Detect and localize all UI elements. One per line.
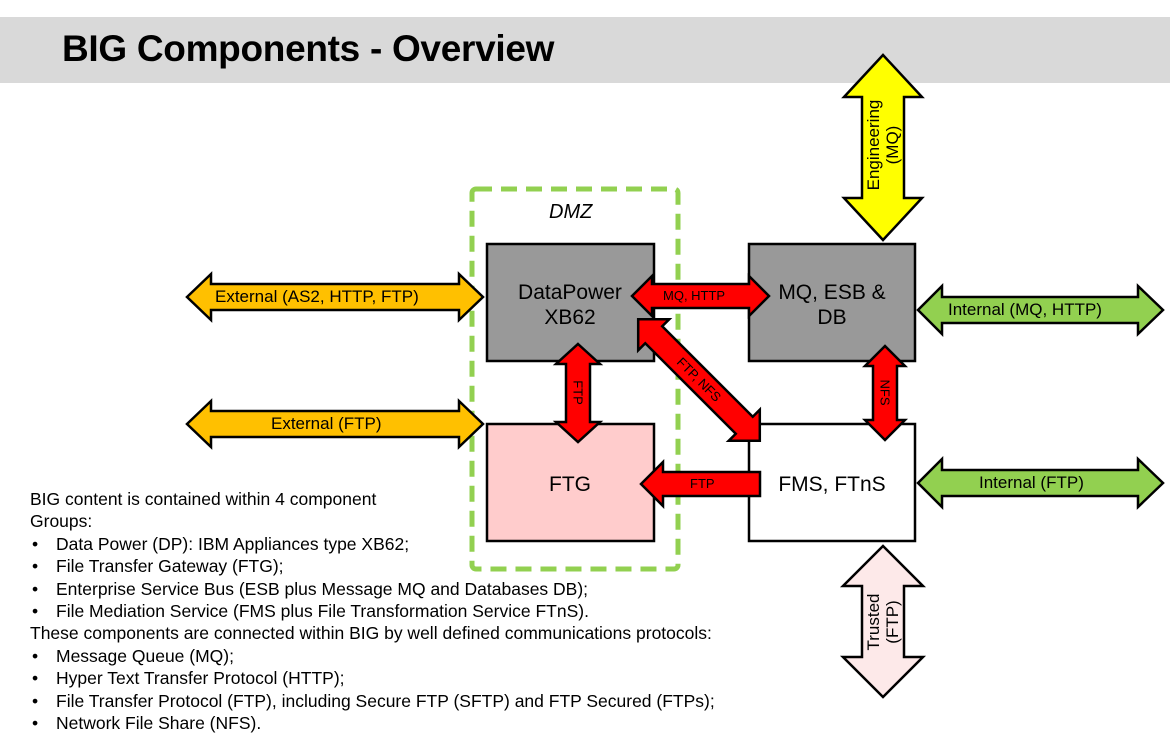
mq-esb-db-label-line2: DB	[817, 306, 847, 329]
protocol-item: •Network File Share (NFS).	[32, 713, 262, 734]
mq-esb-db-label: MQ, ESB & DB	[762, 280, 902, 330]
trusted-label-line2: (FTP)	[883, 600, 902, 644]
link-mq-fms-label: NFS	[877, 379, 893, 406]
link-mq-fms-arrow	[861, 344, 909, 442]
component-item: •Data Power (DP): IBM Appliances type XB…	[32, 533, 410, 554]
datapower-label: DataPower XB62	[500, 280, 640, 330]
internal-ftp-arrow	[916, 455, 1165, 511]
external-as2-label: External (AS2, HTTP, FTP)	[215, 287, 419, 306]
external-ftp-label: External (FTP)	[271, 414, 382, 433]
external-as2-arrow	[185, 271, 485, 323]
intro-line-2: Groups:	[30, 511, 93, 532]
ftg-label: FTG	[549, 473, 591, 496]
link-dp-mq-label: MQ, HTTP	[663, 288, 726, 303]
link-dp-fms-arrow	[636, 317, 762, 443]
description-text: BIG content is contained within 4 compon…	[30, 488, 830, 734]
protocols-intro: These components are connected within BI…	[30, 623, 712, 644]
title-bar	[0, 17, 1170, 83]
bullet-icon: •	[32, 645, 39, 666]
bullet-icon: •	[32, 690, 39, 711]
protocol-item: •Message Queue (MQ);	[32, 645, 234, 666]
trusted-label: Trusted (FTP)	[864, 575, 902, 669]
mq-esb-db-box	[747, 242, 917, 363]
component-item: •Enterprise Service Bus (ESB plus Messag…	[32, 578, 589, 599]
fms-ftns-label: FMS, FTnS	[778, 473, 886, 496]
link-dp-mq-arrow	[630, 272, 771, 320]
dmz-boundary	[469, 186, 681, 572]
component-item: •File Mediation Service (FMS plus File T…	[32, 601, 589, 622]
protocol-item: •Hyper Text Transfer Protocol (HTTP);	[32, 668, 345, 689]
component-item: •File Transfer Gateway (FTG);	[32, 556, 284, 577]
internal-ftp-label: Internal (FTP)	[979, 473, 1084, 492]
external-ftp-arrow	[185, 398, 485, 450]
trusted-label-line1: Trusted	[864, 593, 883, 651]
bullet-icon: •	[32, 713, 39, 734]
slide-title: BIG Components - Overview	[62, 28, 555, 69]
link-fms-ftg-arrow	[639, 458, 762, 510]
link-dp-ftg-arrow	[552, 342, 604, 444]
protocol-item: •File Transfer Protocol (FTP), including…	[32, 690, 715, 711]
datapower-label-line1: DataPower	[518, 281, 622, 304]
link-fms-ftg-label: FTP	[690, 476, 715, 491]
bullet-icon: •	[32, 556, 39, 577]
datapower-label-line2: XB62	[544, 306, 596, 329]
trusted-ftp-arrow	[839, 544, 927, 699]
engineering-mq-arrow	[841, 53, 925, 242]
internal-mq-http-label: Internal (MQ, HTTP)	[948, 300, 1102, 319]
engineering-label-line2: (MQ)	[883, 125, 902, 165]
bullet-icon: •	[32, 578, 39, 599]
bullet-icon: •	[32, 668, 39, 689]
engineering-label-line1: Engineering	[864, 99, 883, 191]
ftg-box	[485, 422, 656, 543]
intro-line-1: BIG content is contained within 4 compon…	[30, 489, 377, 509]
bullet-icon: •	[32, 601, 39, 622]
link-dp-ftg-label: FTP	[570, 380, 586, 405]
mq-esb-db-label-line1: MQ, ESB &	[778, 281, 886, 304]
bullet-icon: •	[32, 533, 39, 554]
dmz-label: DMZ	[549, 201, 593, 223]
internal-mq-http-arrow	[916, 282, 1165, 338]
engineering-label: Engineering (MQ)	[864, 88, 902, 202]
